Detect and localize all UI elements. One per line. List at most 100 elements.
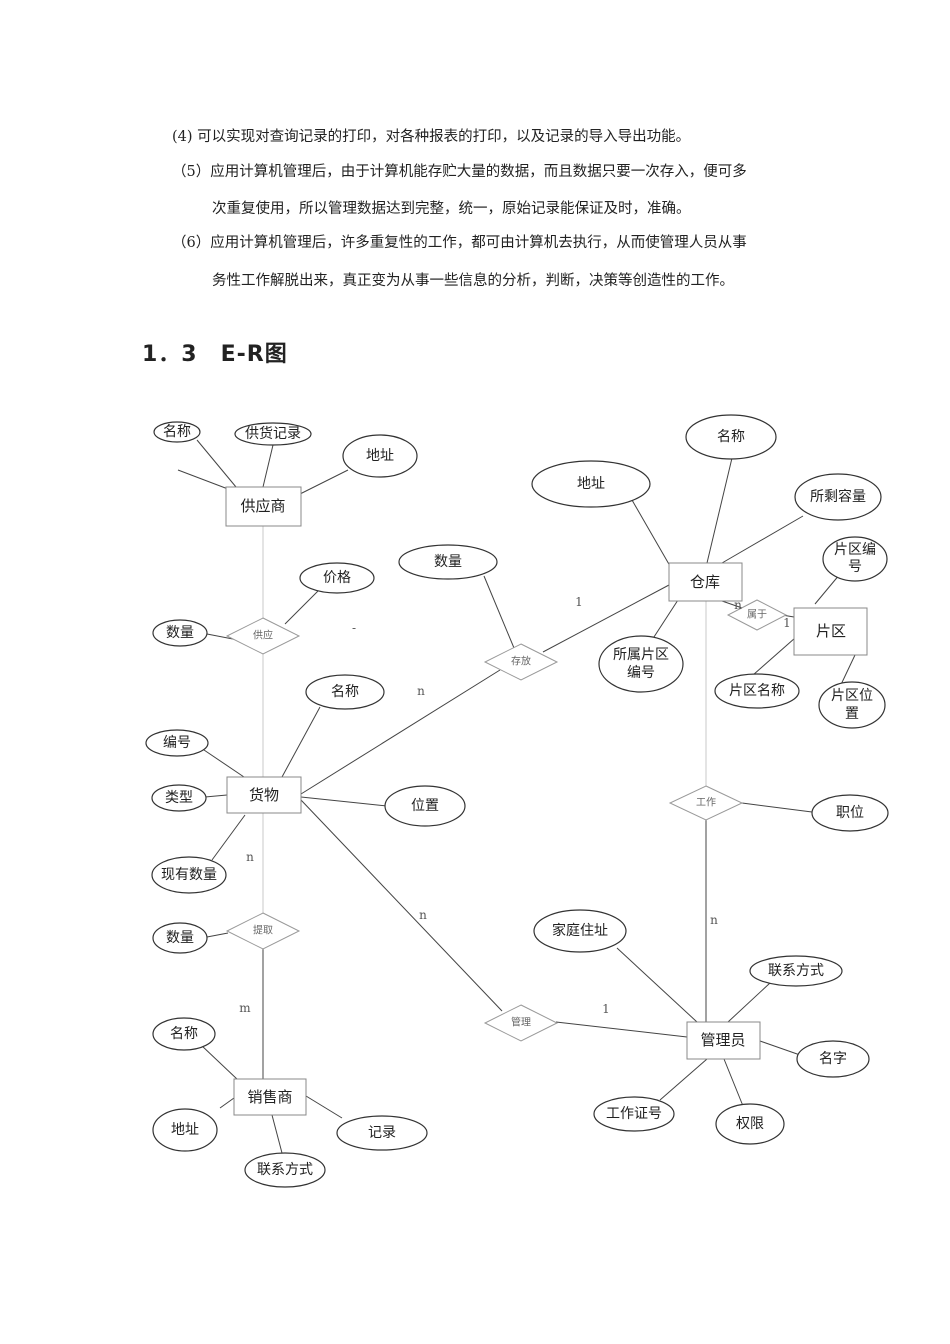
entity-warehouse: 仓库 [668,562,743,602]
svg-text:现有数量: 现有数量 [161,867,217,883]
line [759,1040,801,1056]
relation-supply: 供应 [225,617,301,655]
attr-dealer-record: 记录 [336,1115,428,1151]
section-heading: 1．3 E-R图 [142,342,288,367]
connectors [177,439,856,1154]
line [211,814,246,861]
entity-zone: 片区 [793,607,868,656]
svg-text:联系方式: 联系方式 [768,963,824,979]
attr-warehouse-address: 地址 [531,460,651,508]
attr-manager-contact: 联系方式 [749,955,843,987]
cardinality-extract-dealer: m [239,1001,251,1015]
relation-extract: 提取 [225,912,301,950]
svg-text:片区名称: 片区名称 [729,683,785,699]
attr-manager-permission: 权限 [715,1103,785,1145]
attr-dealer-contact: 联系方式 [244,1152,326,1188]
line [631,499,671,567]
svg-text:权限: 权限 [736,1116,764,1132]
attr-supply-price: 价格 [299,562,375,594]
attr-store-qty: 数量 [398,544,498,580]
svg-text:名称: 名称 [331,684,359,700]
svg-text:类型: 类型 [165,790,193,806]
svg-text:供货记录: 供货记录 [245,425,301,442]
line [616,947,698,1023]
svg-text:供应: 供应 [253,629,273,642]
attr-goods-type: 类型 [151,784,207,812]
attr-warehouse-name: 名称 [685,414,777,460]
paragraph-6-cont: 务性工作解脱出来，真正变为从事一些信息的分析，判断，决策等创造性的工作。 [212,273,734,289]
attr-manager-name: 名字 [796,1040,870,1078]
line [196,439,237,488]
svg-text:名称: 名称 [163,424,191,440]
attr-supplier-address: 地址 [342,434,418,478]
svg-text:位置: 位置 [411,798,439,814]
line [300,799,503,1012]
line [814,573,841,605]
cardinality-store-goods: n [417,684,425,698]
line [659,1058,708,1101]
line [727,982,771,1023]
line [483,575,515,649]
attr-warehouse-capacity: 所剩容量 [794,473,882,521]
svg-text:仓库: 仓库 [690,573,720,591]
entity-supplier: 供应商 [225,486,302,527]
line [299,469,349,495]
attr-manager-home: 家庭住址 [533,909,627,953]
svg-text:编号: 编号 [163,735,191,751]
attr-goods-stock: 现有数量 [151,856,227,894]
attr-goods-position: 位置 [384,785,466,827]
line [651,599,679,641]
svg-text:地址: 地址 [366,448,394,464]
line [721,515,804,564]
line [305,1095,343,1119]
svg-text:名称: 名称 [170,1026,198,1042]
svg-text:价格: 价格 [323,570,351,586]
line [300,669,501,795]
paragraph-6: （6）应用计算机管理后，许多重复性的工作，都可由计算机去执行，从而使管理人员从事 [172,235,747,251]
attr-supply-qty: 数量 [152,619,208,647]
svg-text:供应商: 供应商 [240,497,285,515]
attr-goods-name: 名称 [305,674,385,710]
line [281,706,321,778]
line [723,1058,744,1107]
cardinality-store-warehouse: 1 [575,595,583,609]
svg-text:名字: 名字 [819,1051,847,1067]
svg-text:职位: 职位 [836,805,864,821]
cardinality-labels: - 1 n n 1 n m n 1 n [239,595,791,1016]
svg-text:数量: 数量 [166,625,194,641]
attr-goods-id: 编号 [145,729,209,757]
cardinality-manage-manager: 1 [602,1002,610,1016]
line [300,796,388,807]
svg-text:记录: 记录 [368,1125,396,1141]
attr-dealer-name: 名称 [152,1017,216,1051]
attr-work-position: 职位 [811,794,889,832]
svg-text:所剩容量: 所剩容量 [810,488,866,505]
cardinality-manage-goods: n [419,908,427,922]
attr-zone-position: 片区位 置 [818,681,886,729]
relation-store: 存放 [483,643,559,681]
attr-manager-id: 工作证号 [593,1096,675,1132]
svg-text:属于: 属于 [747,609,767,621]
svg-text:销售商: 销售商 [247,1088,292,1106]
cardinality-belong-zone: 1 [783,616,791,630]
svg-text:地址: 地址 [171,1122,199,1138]
svg-text:管理员: 管理员 [700,1031,745,1049]
svg-text:数量: 数量 [166,930,194,946]
line [555,1021,688,1038]
line [204,794,228,798]
entity-dealer: 销售商 [233,1078,307,1116]
line [203,749,245,778]
cardinality-extract-goods: n [246,850,254,864]
entity-goods: 货物 [226,776,302,814]
relation-belong: 属于 [726,599,788,631]
svg-text:家庭住址: 家庭住址 [552,922,608,939]
svg-text:存放: 存放 [511,655,531,668]
attr-zone-id: 片区编 号 [822,536,888,582]
attr-dealer-address: 地址 [152,1108,218,1152]
svg-text:编号: 编号 [627,665,655,681]
attr-extract-qty: 数量 [152,922,208,954]
line [542,584,670,653]
svg-text:提取: 提取 [253,925,273,937]
cardinality-belong-warehouse: n [734,598,742,612]
